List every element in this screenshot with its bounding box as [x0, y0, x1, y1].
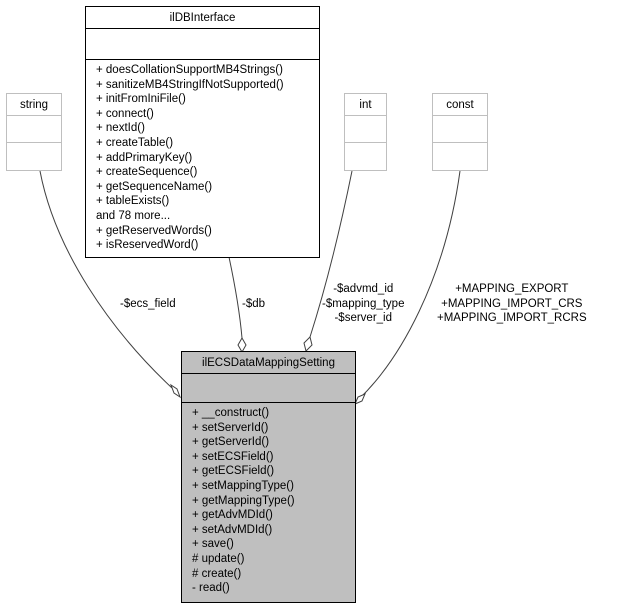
class-attributes: [7, 116, 61, 143]
class-attributes: [433, 116, 487, 143]
class-operation: and 78 more...: [96, 209, 171, 222]
class-operation: - read(): [192, 582, 230, 595]
edge-label-line: +MAPPING_IMPORT_CRS: [441, 297, 583, 310]
aggregation-diamond-const: [354, 393, 366, 405]
class-operation: + save(): [192, 538, 234, 551]
class-name: int: [345, 94, 386, 116]
class-operation: + setMappingType(): [192, 479, 294, 492]
edge-label-line: -$mapping_type: [322, 297, 405, 310]
class-operation: + sanitizeMB4StringIfNotSupported(): [96, 78, 284, 91]
class-operation: + getECSField(): [192, 465, 275, 478]
aggregation-diamond-ecs-field: [169, 383, 182, 399]
edge-const: [357, 170, 461, 401]
class-string[interactable]: string: [6, 93, 62, 171]
class-operation: + tableExists(): [96, 195, 170, 208]
edge-label-line: -$db: [242, 298, 266, 310]
class-operation: + nextId(): [96, 122, 145, 135]
class-operation: + addPrimaryKey(): [96, 151, 193, 164]
class-operation: + getSequenceName(): [96, 180, 213, 193]
class-ilecsdatamappingsetting[interactable]: ilECSDataMappingSetting + __construct()+…: [181, 351, 356, 603]
class-operation: + getMappingType(): [192, 494, 295, 507]
edge-label-line: -$advmd_id: [333, 283, 394, 295]
class-operation: + getServerId(): [192, 436, 270, 449]
class-operations: + __construct() + setServerId() + getServe…: [182, 403, 355, 598]
class-operation: + setServerId(): [192, 421, 269, 434]
class-operation: + getAdvMDId(): [192, 509, 273, 522]
class-attributes: [345, 116, 386, 143]
class-operation: + createTable(): [96, 136, 174, 149]
class-name: string: [7, 94, 61, 116]
edge-label-const-fields: +MAPPING_EXPORT +MAPPING_IMPORT_CRS +MAPPI…: [437, 282, 587, 326]
class-const[interactable]: const: [432, 93, 488, 171]
class-operation: + setAdvMDId(): [192, 523, 273, 536]
class-operations: + doesCollationSupportMB4Strings() + sani…: [86, 60, 319, 255]
class-operation: + __construct(): [192, 407, 270, 419]
class-name: ilDBInterface: [86, 7, 319, 29]
class-operation: + initFromIniFile(): [96, 93, 186, 106]
class-operation: + createSequence(): [96, 166, 198, 179]
edge-label-line: +MAPPING_EXPORT: [455, 283, 569, 295]
class-operation: # create(): [192, 567, 242, 580]
edge-ecs-field: [39, 170, 173, 389]
class-operation: + setECSField(): [192, 450, 274, 463]
edge-int: [309, 170, 353, 338]
class-operation: + doesCollationSupportMB4Strings(): [96, 64, 283, 76]
class-attributes: [182, 374, 355, 403]
edge-label-line: -$server_id: [334, 312, 392, 325]
edge-label-db: -$db: [242, 297, 265, 312]
edge-label-int-fields: -$advmd_id -$mapping_type -$server_id: [322, 282, 404, 326]
class-operation: + connect(): [96, 107, 154, 120]
class-operation: + isReservedWord(): [96, 239, 199, 252]
edge-label-line: -$ecs_field: [120, 298, 176, 310]
class-attributes: [86, 29, 319, 60]
class-operation: # update(): [192, 552, 245, 565]
edge-label-ecs-field: -$ecs_field: [120, 297, 176, 312]
class-int[interactable]: int: [344, 93, 387, 171]
aggregation-diamond-int: [303, 336, 313, 352]
class-operation: + getReservedWords(): [96, 224, 212, 237]
edge-db: [228, 256, 243, 339]
class-name: ilECSDataMappingSetting: [182, 352, 355, 374]
class-name: const: [433, 94, 487, 116]
edge-label-line: +MAPPING_IMPORT_RCRS: [437, 312, 587, 325]
aggregation-diamond-db: [237, 336, 247, 354]
class-ildbinterface[interactable]: ilDBInterface + doesCollationSupportMB4S…: [85, 6, 320, 258]
